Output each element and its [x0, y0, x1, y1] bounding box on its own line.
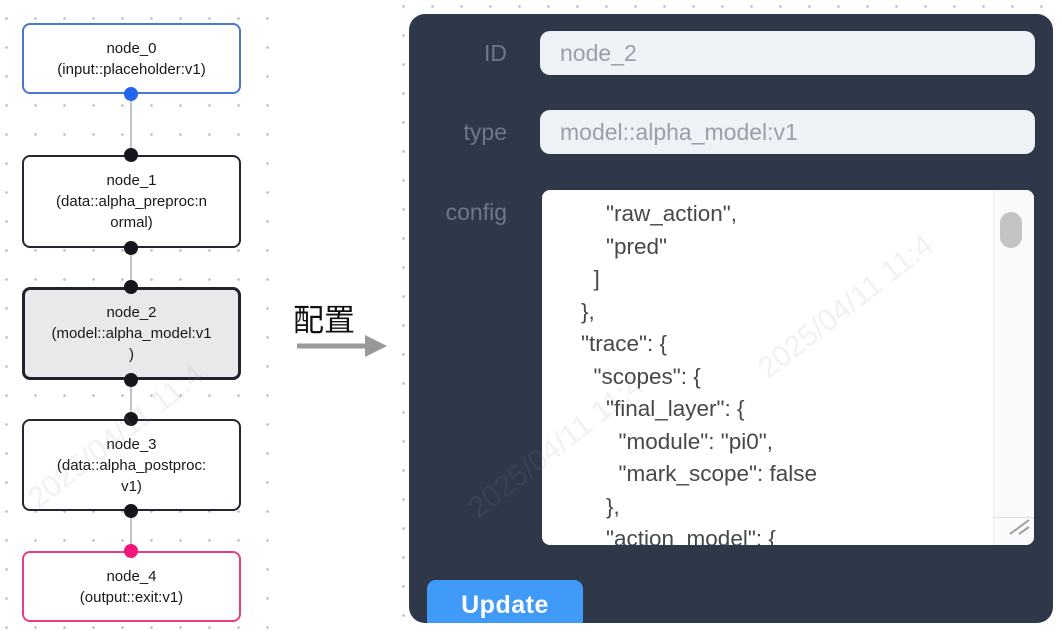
graph-node-node_4[interactable]: node_4 (output::exit:v1) [22, 551, 241, 622]
config-field-label: config [445, 198, 507, 225]
right-arrow-icon [295, 333, 389, 364]
node-config-panel: ID type config "raw_action", "pred" ] },… [409, 14, 1053, 623]
node-label: node_2 (model::alpha_model:v1 ) [51, 304, 212, 363]
node-label: node_3 (data::alpha_postproc: v1) [56, 435, 207, 495]
type-field-label: type [463, 118, 507, 145]
graph-node-node_3[interactable]: node_3 (data::alpha_postproc: v1) [22, 419, 241, 511]
graph-node-node_1[interactable]: node_1 (data::alpha_preproc:n ormal) [22, 155, 241, 248]
update-button[interactable]: Update [427, 580, 583, 623]
graph-node-node_0[interactable]: node_0 (input::placeholder:v1) [22, 23, 241, 94]
node-label: node_0 (input::placeholder:v1) [57, 39, 206, 78]
graph-node-node_2-selected[interactable]: node_2 (model::alpha_model:v1 ) [22, 287, 241, 380]
node-label: node_4 (output::exit:v1) [79, 567, 184, 606]
port-node_0-out[interactable] [124, 87, 138, 101]
node-label: node_1 (data::alpha_preproc:n ormal) [56, 172, 207, 231]
port-node_3-in[interactable] [124, 412, 138, 426]
port-node_1-out[interactable] [124, 241, 138, 255]
resize-handle-icon[interactable] [1006, 515, 1032, 542]
port-node_2-in[interactable] [124, 280, 138, 294]
port-node_1-in[interactable] [124, 148, 138, 162]
scrollbar-thumb[interactable] [1000, 212, 1022, 248]
config-textarea[interactable]: "raw_action", "pred" ] }, "trace": { "sc… [542, 190, 1034, 545]
id-field-label: ID [484, 39, 507, 66]
annotation-label: 配置 [293, 303, 355, 338]
port-node_2-out[interactable] [124, 373, 138, 387]
port-node_3-out[interactable] [124, 504, 138, 518]
port-node_4-in[interactable] [124, 544, 138, 558]
type-input[interactable] [540, 110, 1035, 154]
config-json-text: "raw_action", "pred" ] }, "trace": { "sc… [581, 201, 818, 545]
id-input[interactable] [540, 31, 1035, 75]
